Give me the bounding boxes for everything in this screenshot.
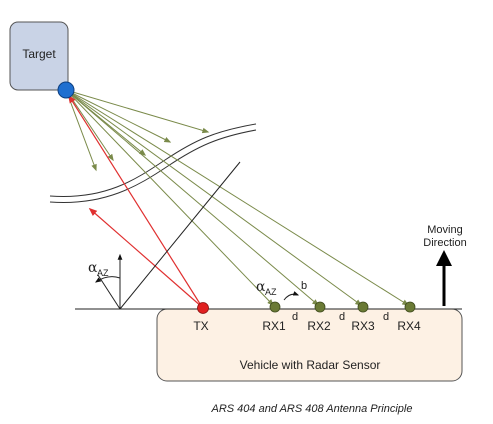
ray-target-rx1 bbox=[65, 89, 274, 307]
rx2-label: RX2 bbox=[307, 319, 331, 333]
spacing-d-1: d bbox=[292, 311, 298, 323]
rx4-antenna bbox=[404, 301, 416, 313]
b-label: b bbox=[301, 280, 307, 292]
angle-arc-left bbox=[95, 276, 121, 283]
tx-label: TX bbox=[193, 319, 208, 333]
ray-green-e bbox=[65, 89, 210, 134]
ray-green-b bbox=[65, 89, 114, 162]
figure-caption: ARS 404 and ARS 408 Antenna Principle bbox=[211, 403, 413, 415]
ray-tx-target bbox=[68, 94, 203, 308]
ray-green-c bbox=[65, 89, 147, 156]
alpha-left-symbol: α bbox=[88, 260, 98, 276]
target-reflection-point bbox=[57, 81, 75, 99]
angle-arc-rx bbox=[283, 291, 300, 301]
rx1-antenna bbox=[269, 301, 281, 313]
spacing-d-3: d bbox=[383, 311, 389, 323]
tx-antenna bbox=[197, 302, 209, 314]
alpha-rx-symbol: α bbox=[256, 279, 266, 295]
rx3-label: RX3 bbox=[351, 319, 375, 333]
tilt-reference bbox=[97, 274, 121, 310]
alpha-rx-sub: AZ bbox=[265, 287, 277, 297]
construction-line bbox=[119, 161, 241, 310]
ray-green-d bbox=[65, 89, 172, 143]
alpha-left-sub: AZ bbox=[97, 268, 109, 278]
ray-tx-wave bbox=[88, 207, 203, 308]
rx3-antenna bbox=[357, 301, 369, 313]
rx1-label: RX1 bbox=[262, 319, 286, 333]
moving-direction-arrowhead bbox=[436, 250, 452, 266]
ray-target-rx4 bbox=[65, 89, 410, 306]
target-label: Target bbox=[22, 47, 56, 61]
vehicle-label: Vehicle with Radar Sensor bbox=[240, 358, 381, 372]
moving-label-line2: Direction bbox=[423, 237, 466, 249]
rx4-label: RX4 bbox=[397, 319, 421, 333]
rx2-antenna bbox=[314, 301, 326, 313]
ray-target-rx2 bbox=[65, 89, 320, 306]
ray-target-rx3 bbox=[65, 89, 363, 306]
target-box bbox=[9, 21, 69, 91]
moving-label-line1: Moving bbox=[427, 224, 462, 236]
spacing-d-2: d bbox=[339, 311, 345, 323]
wavefront-curve-inner bbox=[49, 129, 257, 204]
wavefront-curve-outer bbox=[49, 123, 257, 198]
